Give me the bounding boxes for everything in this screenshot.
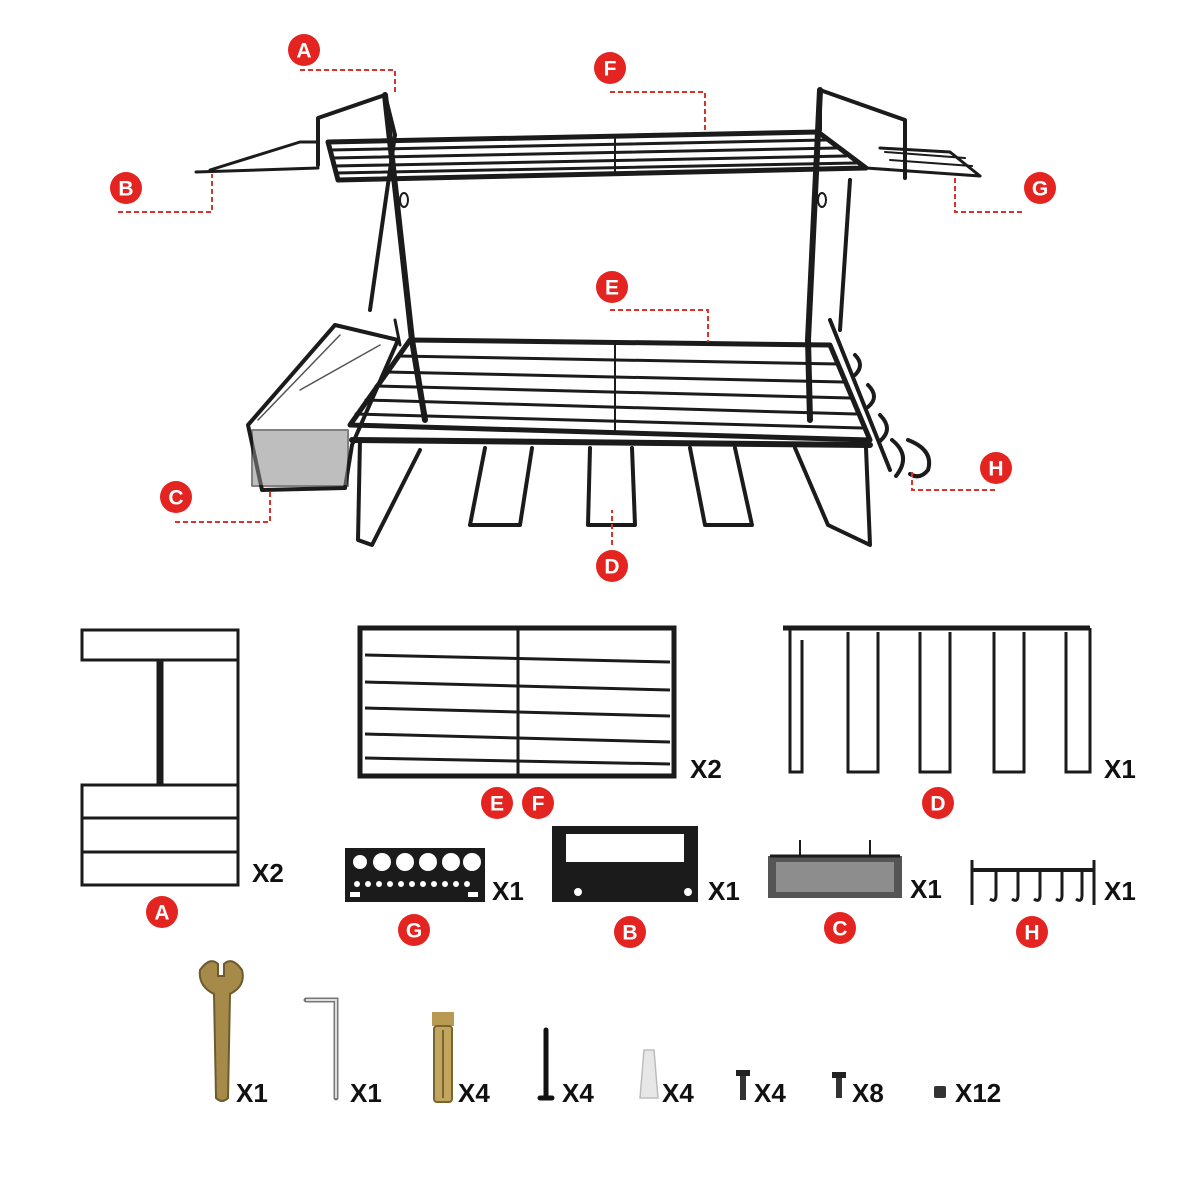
part-a-qty: X2 <box>252 858 284 888</box>
part-c-qty: X1 <box>910 874 942 904</box>
callout-leaders <box>118 69 1022 545</box>
callout-d: D <box>596 550 628 582</box>
small-bolt-qty: X8 <box>852 1078 884 1108</box>
top-shelf <box>194 88 982 183</box>
svg-text:B: B <box>118 178 133 201</box>
hook-rail <box>828 318 931 479</box>
callout-e: E <box>596 271 628 303</box>
svg-text:F: F <box>604 58 617 81</box>
part-h-label: H <box>1016 916 1048 948</box>
screw-qty: X4 <box>562 1078 594 1108</box>
part-b-qty: X1 <box>708 876 740 906</box>
hex-key-icon <box>303 997 339 1101</box>
wrench-qty: X1 <box>236 1078 268 1108</box>
basket <box>246 318 402 492</box>
part-e-label: E <box>481 787 513 819</box>
svg-text:G: G <box>406 920 422 943</box>
part-g-spice-rack <box>345 848 485 902</box>
small-bolt-icon <box>832 1072 846 1098</box>
bottom-shelf <box>347 337 873 448</box>
callout-h: H <box>980 452 1012 484</box>
wall-anchor-icon <box>639 1049 659 1099</box>
nut-icon <box>934 1086 946 1098</box>
short-bolt-icon <box>736 1070 750 1100</box>
expansion-bolt-qty: X4 <box>458 1078 490 1108</box>
part-ef-qty: X2 <box>690 754 722 784</box>
part-h-hook-rail <box>970 860 1096 905</box>
part-c-label: C <box>824 912 856 944</box>
wall-anchor-qty: X4 <box>662 1078 694 1108</box>
callout-f: F <box>594 52 626 84</box>
svg-text:E: E <box>605 277 619 300</box>
svg-text:E: E <box>490 793 504 816</box>
part-a-label: A <box>146 896 178 928</box>
callout-g: G <box>1024 172 1056 204</box>
svg-text:F: F <box>532 793 545 816</box>
svg-text:C: C <box>168 487 183 510</box>
callout-c: C <box>160 481 192 513</box>
part-d-glass-holder <box>783 625 1092 774</box>
svg-text:B: B <box>622 922 637 945</box>
part-a-side-frame <box>80 628 240 887</box>
part-g-label: G <box>398 914 430 946</box>
callout-a: A <box>288 34 320 66</box>
hex-key-qty: X1 <box>350 1078 382 1108</box>
svg-text:D: D <box>930 793 945 816</box>
part-f-label: F <box>522 787 554 819</box>
assembled-rack <box>194 87 982 547</box>
part-g-qty: X1 <box>492 876 524 906</box>
short-bolt-qty: X4 <box>754 1078 786 1108</box>
part-ef-shelf-panel <box>357 625 677 779</box>
svg-text:H: H <box>1024 922 1039 945</box>
svg-text:D: D <box>604 556 619 579</box>
wrench-icon <box>198 960 244 1102</box>
svg-text:G: G <box>1032 178 1048 201</box>
svg-text:H: H <box>988 458 1003 481</box>
nut-qty: X12 <box>955 1078 1001 1108</box>
callout-b: B <box>110 172 142 204</box>
svg-text:C: C <box>832 918 847 941</box>
screw-icon <box>537 1027 555 1101</box>
part-b-towel-bar <box>552 826 698 902</box>
expansion-bolt-icon <box>432 1012 454 1103</box>
svg-text:A: A <box>296 40 311 63</box>
glass-holder <box>356 438 872 547</box>
part-h-qty: X1 <box>1104 876 1136 906</box>
part-d-label: D <box>922 787 954 819</box>
svg-text:A: A <box>154 902 169 925</box>
part-c-basket <box>768 840 902 898</box>
part-d-qty: X1 <box>1104 754 1136 784</box>
part-b-label: B <box>614 916 646 948</box>
side-frames <box>368 87 852 423</box>
